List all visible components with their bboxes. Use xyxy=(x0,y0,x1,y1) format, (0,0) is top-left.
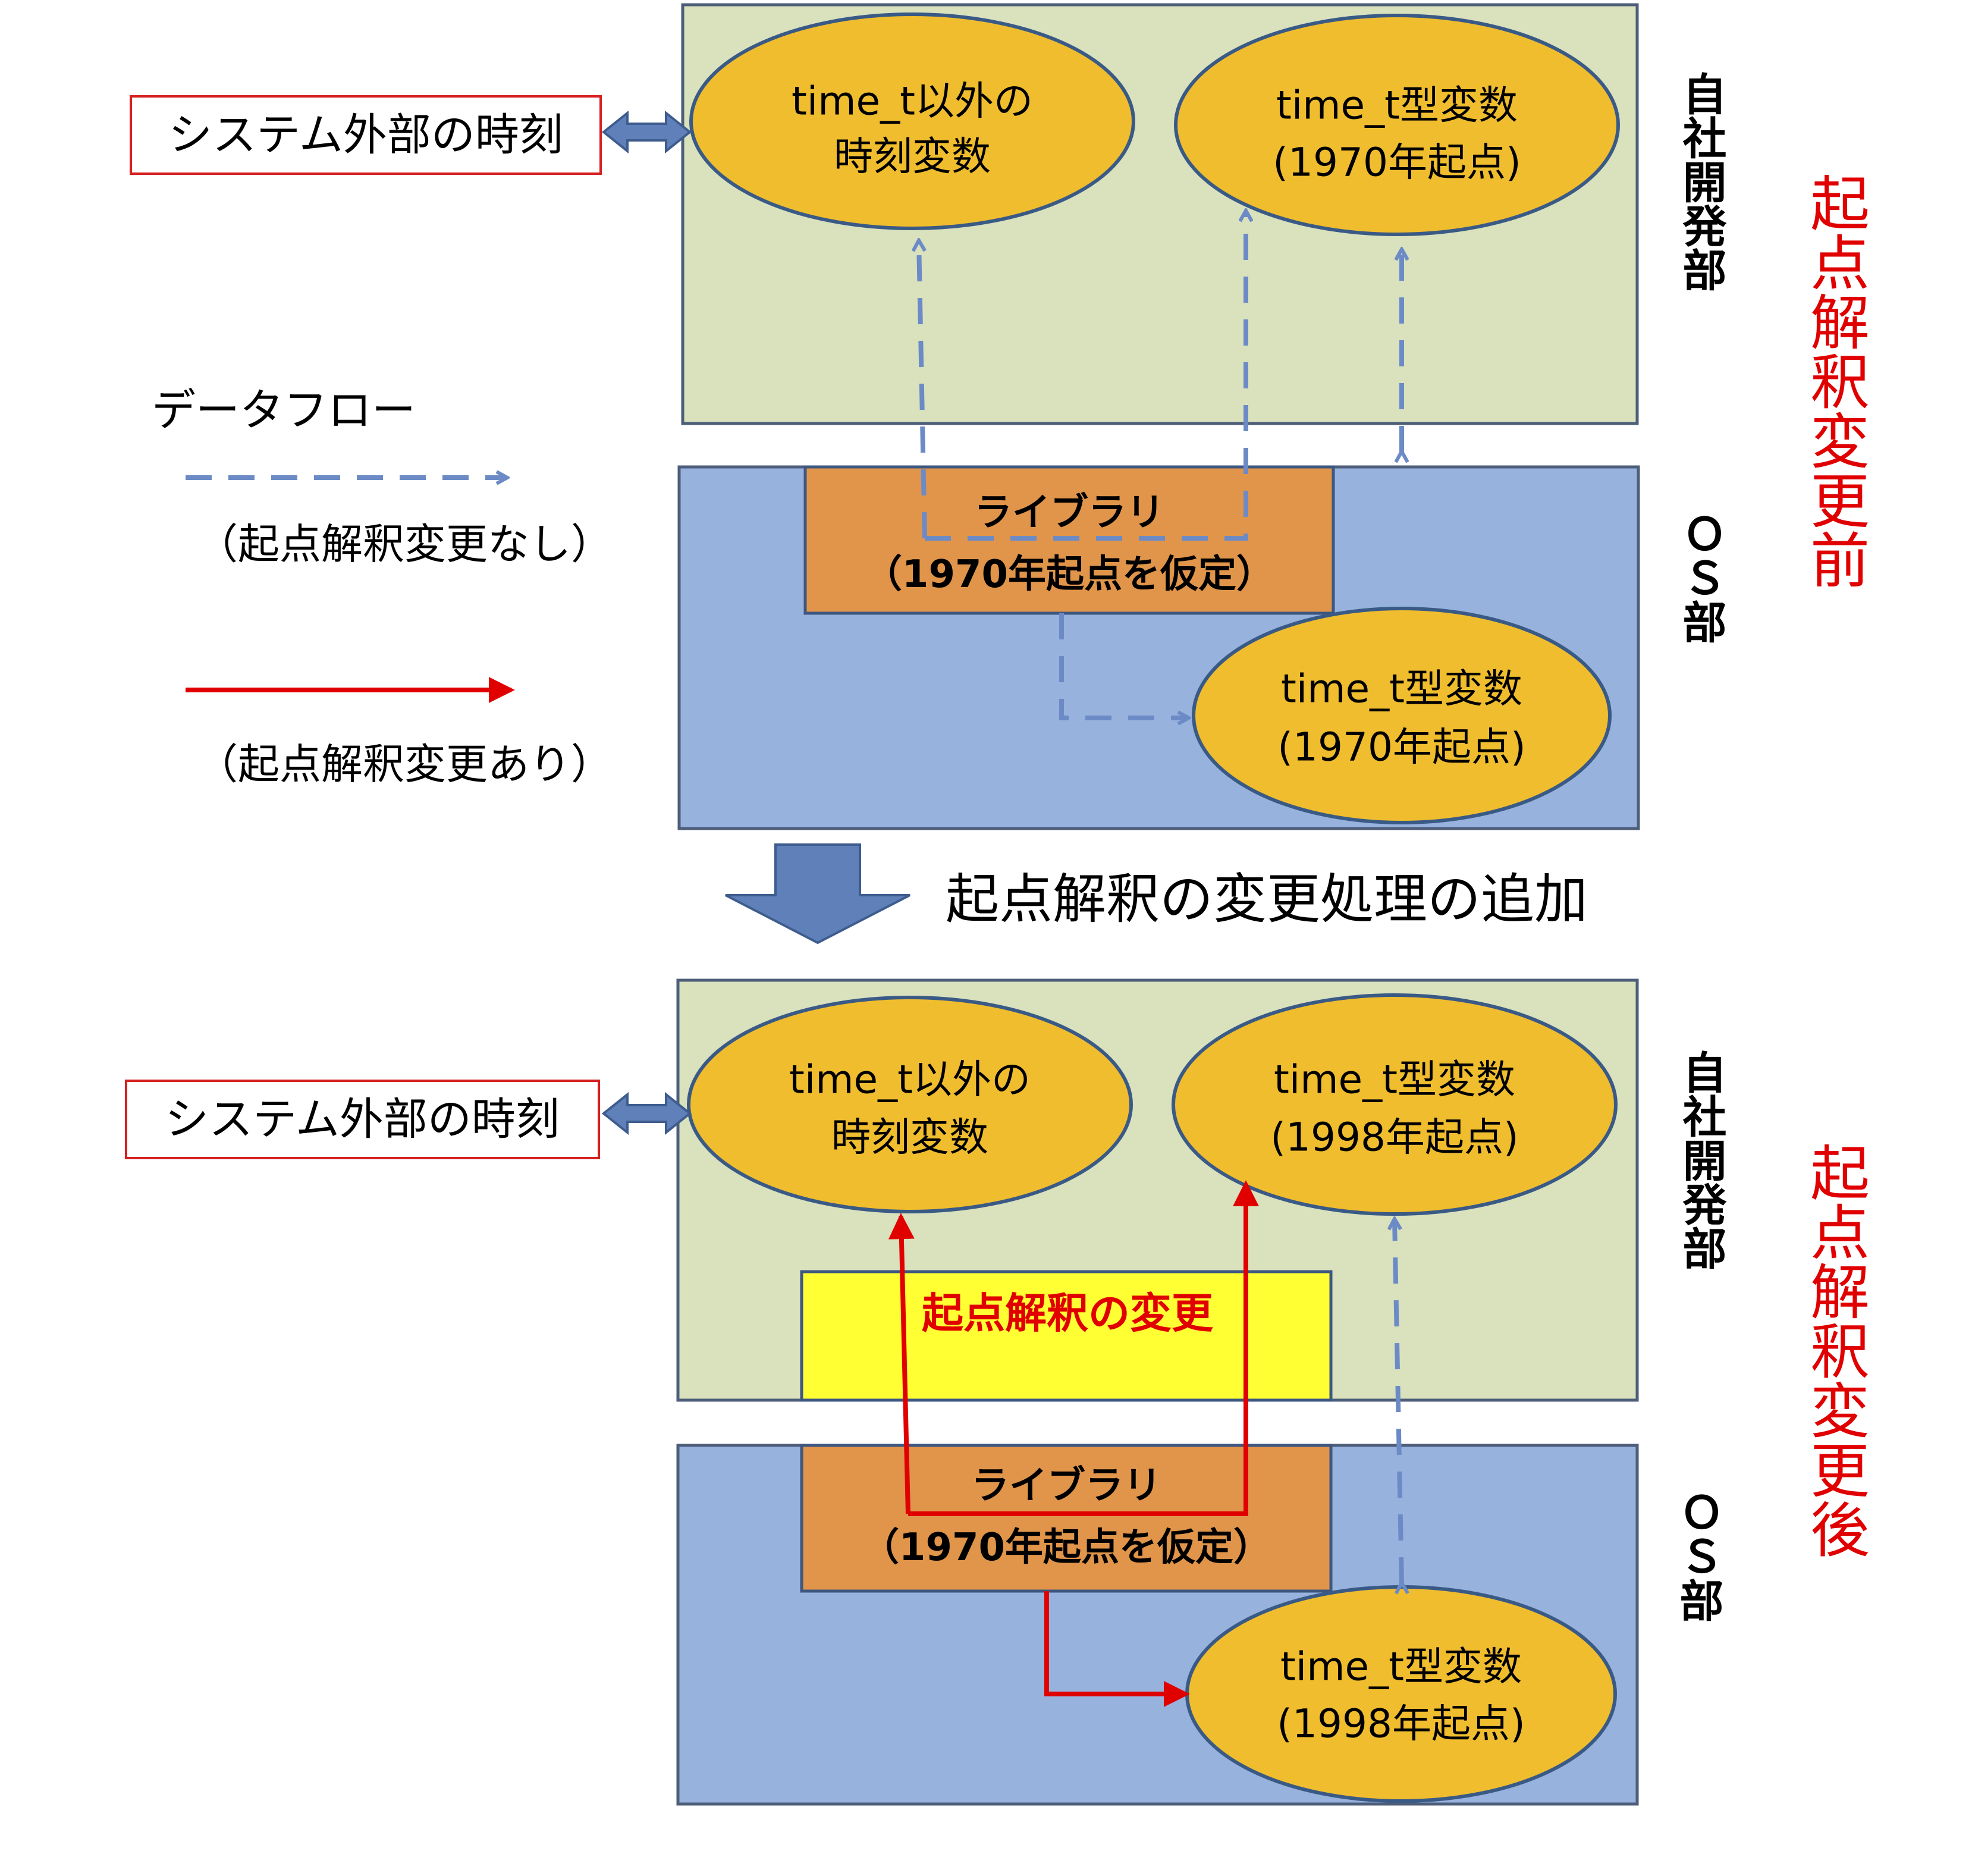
before-company-side-label: 自社開発部 xyxy=(1675,71,1726,291)
after-library-assumption: （1970年起点を仮定） xyxy=(861,1526,1271,1570)
after-os-time-t-line2: (1998年起点) xyxy=(1277,1701,1525,1747)
before-flow-library-to-other-time-var xyxy=(919,241,927,539)
transition-down-arrow xyxy=(725,843,910,945)
transition-label: 起点解釈の変更処理の追加 xyxy=(946,868,1588,931)
after-other-time-var-line1: time_t以外の xyxy=(789,1057,1031,1103)
after-library-name: ライブラリ xyxy=(971,1464,1161,1508)
legend-title: データフロー xyxy=(152,385,416,436)
after-other-time-var-line2: 時刻変数 xyxy=(831,1115,988,1160)
transition: 起点解釈の変更処理の追加 xyxy=(725,843,1588,945)
after-flow-library-to-os-time-t xyxy=(1044,1591,1190,1707)
before-flow-library-to-os-time-t xyxy=(1059,613,1188,718)
before-company-time-t-node xyxy=(1174,14,1620,236)
before-panel: ライブラリ （1970年起点を仮定） time_t以外の 時刻変数 time_t… xyxy=(130,3,1870,830)
after-panel: 起点解釈の変更 ライブラリ （1970年起点を仮定） time_t以外の 時刻変… xyxy=(125,978,1870,1806)
before-other-time-var-node xyxy=(689,12,1135,230)
before-other-time-var-line2: 時刻変数 xyxy=(834,134,991,180)
after-external-time-box xyxy=(125,1080,600,1159)
before-library-name: ライブラリ xyxy=(974,491,1164,535)
before-os-time-t-line1: time_t型変数 xyxy=(1281,666,1522,712)
before-os-time-t-line2: (1970年起点) xyxy=(1277,724,1525,770)
legend-dashed-caption: （起点解釈変更なし） xyxy=(196,520,613,569)
after-external-exchange-arrow xyxy=(601,1091,692,1135)
after-stage-label: 起点解釈変更後 xyxy=(1800,1142,1870,1558)
legend-solid-caption: （起点解釈変更あり） xyxy=(196,740,613,789)
before-external-time-label: システム外部の時刻 xyxy=(168,109,563,161)
after-company-time-t-line1: time_t型変数 xyxy=(1274,1057,1515,1103)
legend: データフロー （起点解釈変更なし） （起点解釈変更あり） xyxy=(152,385,613,789)
before-external-exchange-arrow xyxy=(601,110,692,154)
before-company-time-t-line2: (1970年起点) xyxy=(1273,140,1521,186)
after-os-side-label: ＯＳ部 xyxy=(1672,1490,1723,1622)
after-conversion-label: 起点解釈の変更 xyxy=(922,1289,1214,1338)
after-company-time-t-line2: (1998年起点) xyxy=(1270,1115,1518,1160)
before-os-time-t-node xyxy=(1192,607,1612,824)
after-conversion-box xyxy=(800,1270,1333,1402)
before-flow-library-outline xyxy=(925,211,1246,541)
before-company-time-t-line1: time_t型変数 xyxy=(1276,83,1518,128)
after-os-time-t-node xyxy=(1185,1585,1617,1803)
after-flow-company-os-time-t xyxy=(1395,1219,1402,1583)
before-external-time-box xyxy=(130,95,602,175)
after-flow-to-other-time-var xyxy=(888,1213,915,1514)
after-company-time-t-node xyxy=(1172,993,1618,1216)
before-library-assumption: （1970年起点を仮定） xyxy=(864,553,1274,597)
before-other-time-var-line1: time_t以外の xyxy=(792,79,1033,124)
after-library-box xyxy=(800,1444,1333,1593)
after-external-time-label: システム外部の時刻 xyxy=(165,1094,560,1145)
after-flow-library-outline xyxy=(908,1180,1259,1516)
after-other-time-var-node xyxy=(687,996,1133,1213)
after-os-time-t-line1: time_t型変数 xyxy=(1280,1644,1522,1690)
before-os-side-label: ＯＳ部 xyxy=(1675,512,1726,644)
after-company-side-label: 自社開発部 xyxy=(1675,1050,1726,1270)
before-stage-label: 起点解釈変更前 xyxy=(1800,172,1870,589)
